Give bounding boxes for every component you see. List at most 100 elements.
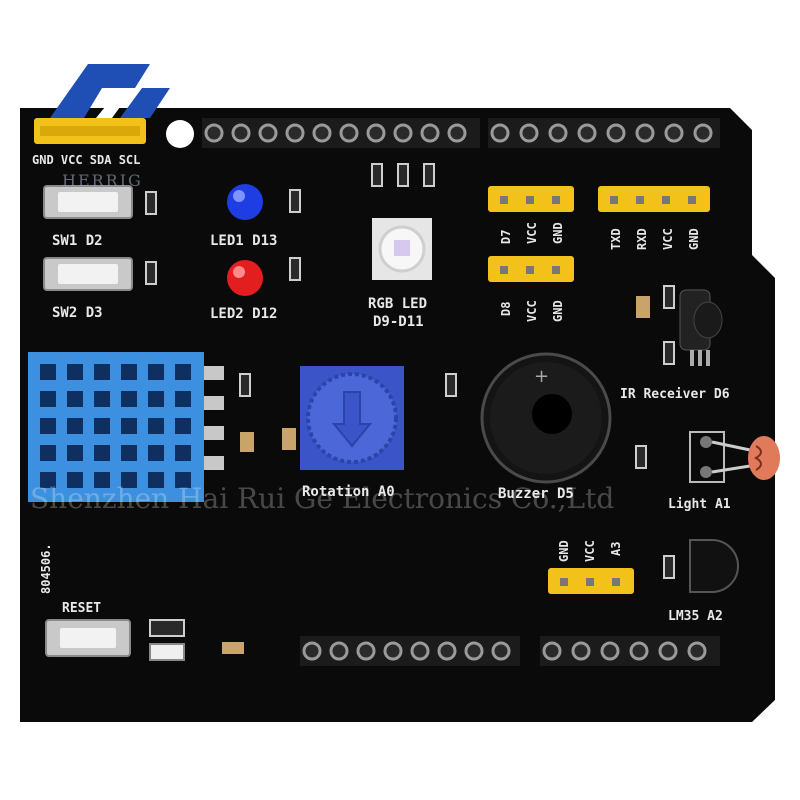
- logo-text: HERRIG: [62, 171, 143, 190]
- gnd4-label: GND: [557, 540, 571, 562]
- dht-vent: [175, 391, 191, 407]
- lm35-label: LM35 A2: [668, 609, 723, 624]
- dht-vent: [40, 391, 56, 407]
- light-label: Light A1: [668, 497, 731, 512]
- header-pin-hole: [577, 123, 597, 143]
- header-pin-hole: [302, 641, 322, 661]
- dht-vent: [148, 418, 164, 434]
- dht-vent: [94, 391, 110, 407]
- dht-vent: [121, 364, 137, 380]
- dht-vent: [40, 472, 56, 488]
- dht-vent: [40, 445, 56, 461]
- header-pin-hole: [693, 123, 713, 143]
- smd-capacitors: [149, 296, 650, 661]
- header-pin-hole: [600, 641, 620, 661]
- header-pin-hole: [447, 123, 467, 143]
- header-pin-hole: [383, 641, 403, 661]
- dht-vent: [94, 364, 110, 380]
- header-pin-hole: [606, 123, 626, 143]
- rxd-label: RXD: [635, 228, 649, 250]
- a3-label: A3: [609, 542, 623, 556]
- mounting-hole: [166, 120, 194, 148]
- dht-vent: [121, 445, 137, 461]
- dht-vent: [148, 445, 164, 461]
- reset-label: RESET: [62, 601, 101, 616]
- dht-vent: [175, 418, 191, 434]
- header-pin-hole: [393, 123, 413, 143]
- dht-vent: [175, 364, 191, 380]
- dht-vent: [67, 364, 83, 380]
- header-pin-hole: [312, 123, 332, 143]
- header-pin-hole: [339, 123, 359, 143]
- svg-text:+: +: [534, 366, 549, 387]
- rgb-led-icon: [372, 218, 432, 280]
- board-code: 804506.: [39, 543, 53, 594]
- buzzer-icon: +: [480, 352, 612, 484]
- header-pin-hole: [258, 123, 278, 143]
- led-icon: [227, 184, 263, 220]
- dht-vent: [148, 391, 164, 407]
- header-pin-hole: [464, 641, 484, 661]
- dht-vent: [67, 391, 83, 407]
- header-pin-hole: [542, 641, 562, 661]
- header-pin-hole: [285, 123, 305, 143]
- dht-vent: [175, 472, 191, 488]
- header-pin-hole: [664, 123, 684, 143]
- pushbutton-icon: [43, 257, 133, 291]
- buzzer-label: Buzzer D5: [498, 486, 574, 502]
- watermark: Shenzhen Hai Rui Ge Electronics Co.,Ltd: [30, 482, 614, 515]
- header-pin-hole: [490, 123, 510, 143]
- dht-vent: [40, 418, 56, 434]
- vcc4-label: VCC: [583, 540, 597, 562]
- dht-vent: [121, 418, 137, 434]
- dht-vent: [148, 364, 164, 380]
- pushbutton-icon: [45, 619, 131, 657]
- gnd1-label: GND: [551, 222, 565, 244]
- dht-vent: [94, 445, 110, 461]
- header-pin-hole: [231, 123, 251, 143]
- pin-header-icon: [34, 118, 146, 144]
- gnd2-label: GND: [551, 300, 565, 322]
- dht-vent: [121, 472, 137, 488]
- sw2-label: SW2 D3: [52, 305, 103, 321]
- led2-label: LED2 D12: [210, 306, 277, 322]
- vcc2-label: VCC: [525, 300, 539, 322]
- dht-vent: [67, 418, 83, 434]
- vcc1-label: VCC: [525, 222, 539, 244]
- dht-vent: [148, 472, 164, 488]
- smd-resistors: [145, 163, 675, 579]
- lm35-icon: [689, 539, 739, 593]
- dht-vent: [94, 418, 110, 434]
- i2c-label: GND VCC SDA SCL: [32, 153, 140, 167]
- rotation-label: Rotation A0: [302, 484, 395, 500]
- logo-icon: [50, 64, 170, 118]
- dht-vent: [94, 472, 110, 488]
- dht-vent: [121, 391, 137, 407]
- header-pin-hole: [491, 641, 511, 661]
- header-pin-hole: [329, 641, 349, 661]
- dht-vent: [67, 472, 83, 488]
- header-pin-hole: [366, 123, 386, 143]
- dht-vent: [40, 364, 56, 380]
- header-pin-hole: [629, 641, 649, 661]
- sw1-label: SW1 D2: [52, 233, 103, 249]
- ir-label: IR Receiver D6: [620, 387, 730, 402]
- ldr-icon: [689, 431, 780, 483]
- dht-vent: [175, 445, 191, 461]
- d8-label: D8: [499, 302, 513, 316]
- rgb-label-2: D9-D11: [373, 314, 424, 330]
- d7-label: D7: [499, 230, 513, 244]
- led1-label: LED1 D13: [210, 233, 277, 249]
- ir-receiver-icon: [679, 289, 723, 366]
- rgb-label-1: RGB LED: [368, 296, 427, 312]
- vcc3-label: VCC: [661, 228, 675, 250]
- gnd3-label: GND: [687, 228, 701, 250]
- potentiometer-icon: [300, 366, 404, 470]
- txd-label: TXD: [609, 228, 623, 250]
- header-pin-hole: [548, 123, 568, 143]
- header-pin-hole: [204, 123, 224, 143]
- dht11-sensor-icon: [28, 352, 224, 502]
- header-pin-hole: [356, 641, 376, 661]
- header-pin-hole: [635, 123, 655, 143]
